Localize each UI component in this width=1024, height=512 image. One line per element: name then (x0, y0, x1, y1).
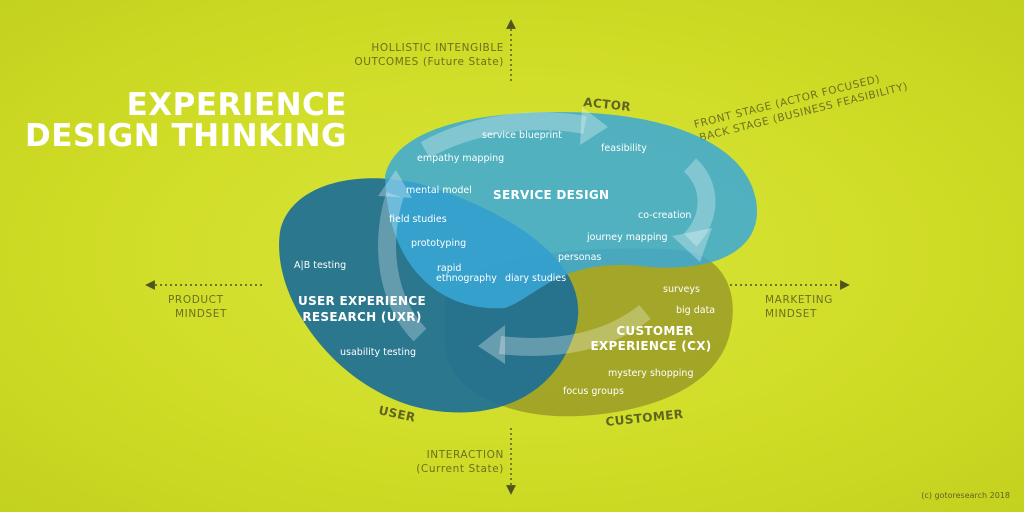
user-label: USER (377, 403, 417, 424)
copyright: (c) gotoresearch 2018 (921, 491, 1010, 500)
top-axis-label-1: HOLLISTIC INTENGIBLE (371, 42, 504, 54)
bottom-axis-label-1: INTERACTION (427, 449, 504, 461)
cx-item: focus groups (563, 386, 624, 397)
uxr-heading-2: RESEARCH (UXR) (302, 310, 421, 324)
right-axis-label-2: MINDSET (765, 308, 817, 320)
cx-item: surveys (663, 284, 700, 295)
sd-item: mental model (406, 185, 472, 196)
sd-item: feasibility (601, 143, 647, 154)
uxr-item: A|B testing (294, 260, 346, 271)
actor-label: ACTOR (583, 95, 632, 114)
sd-item: empathy mapping (417, 153, 504, 164)
sd-item: service blueprint (482, 130, 562, 141)
sd-item: diary studies (505, 273, 566, 284)
service-design-area (385, 112, 757, 309)
sd-item: field studies (389, 214, 447, 225)
left-axis-label-2: MINDSET (175, 308, 227, 320)
sd-item: prototyping (411, 238, 466, 249)
left-axis-label-1: PRODUCT (168, 294, 224, 306)
uxr-heading-1: USER EXPERIENCE (298, 294, 426, 308)
shared-item-2: ethnography (436, 273, 497, 284)
service-design-heading: SERVICE DESIGN (493, 188, 609, 202)
sd-item: journey mapping (586, 232, 668, 243)
cx-heading-1: CUSTOMER (616, 324, 693, 338)
bottom-axis-label-2: (Current State) (416, 463, 504, 475)
uxr-item: usability testing (340, 347, 416, 358)
shared-item-1: rapid (437, 263, 461, 274)
top-axis-label-2: OUTCOMES (Future State) (354, 56, 504, 68)
sd-item: personas (558, 252, 601, 263)
cx-item: big data (676, 305, 715, 316)
sd-item: co-creation (638, 210, 691, 221)
cycle-arrow-heads (378, 107, 712, 364)
title-line-2: DESIGN THINKING (25, 118, 347, 154)
title-line-1: EXPERIENCE (127, 87, 347, 123)
right-axis-label-1: MARKETING (765, 294, 833, 306)
cx-heading-2: EXPERIENCE (CX) (590, 339, 711, 353)
cx-item: mystery shopping (608, 368, 693, 379)
cycle-arrows (378, 112, 716, 356)
